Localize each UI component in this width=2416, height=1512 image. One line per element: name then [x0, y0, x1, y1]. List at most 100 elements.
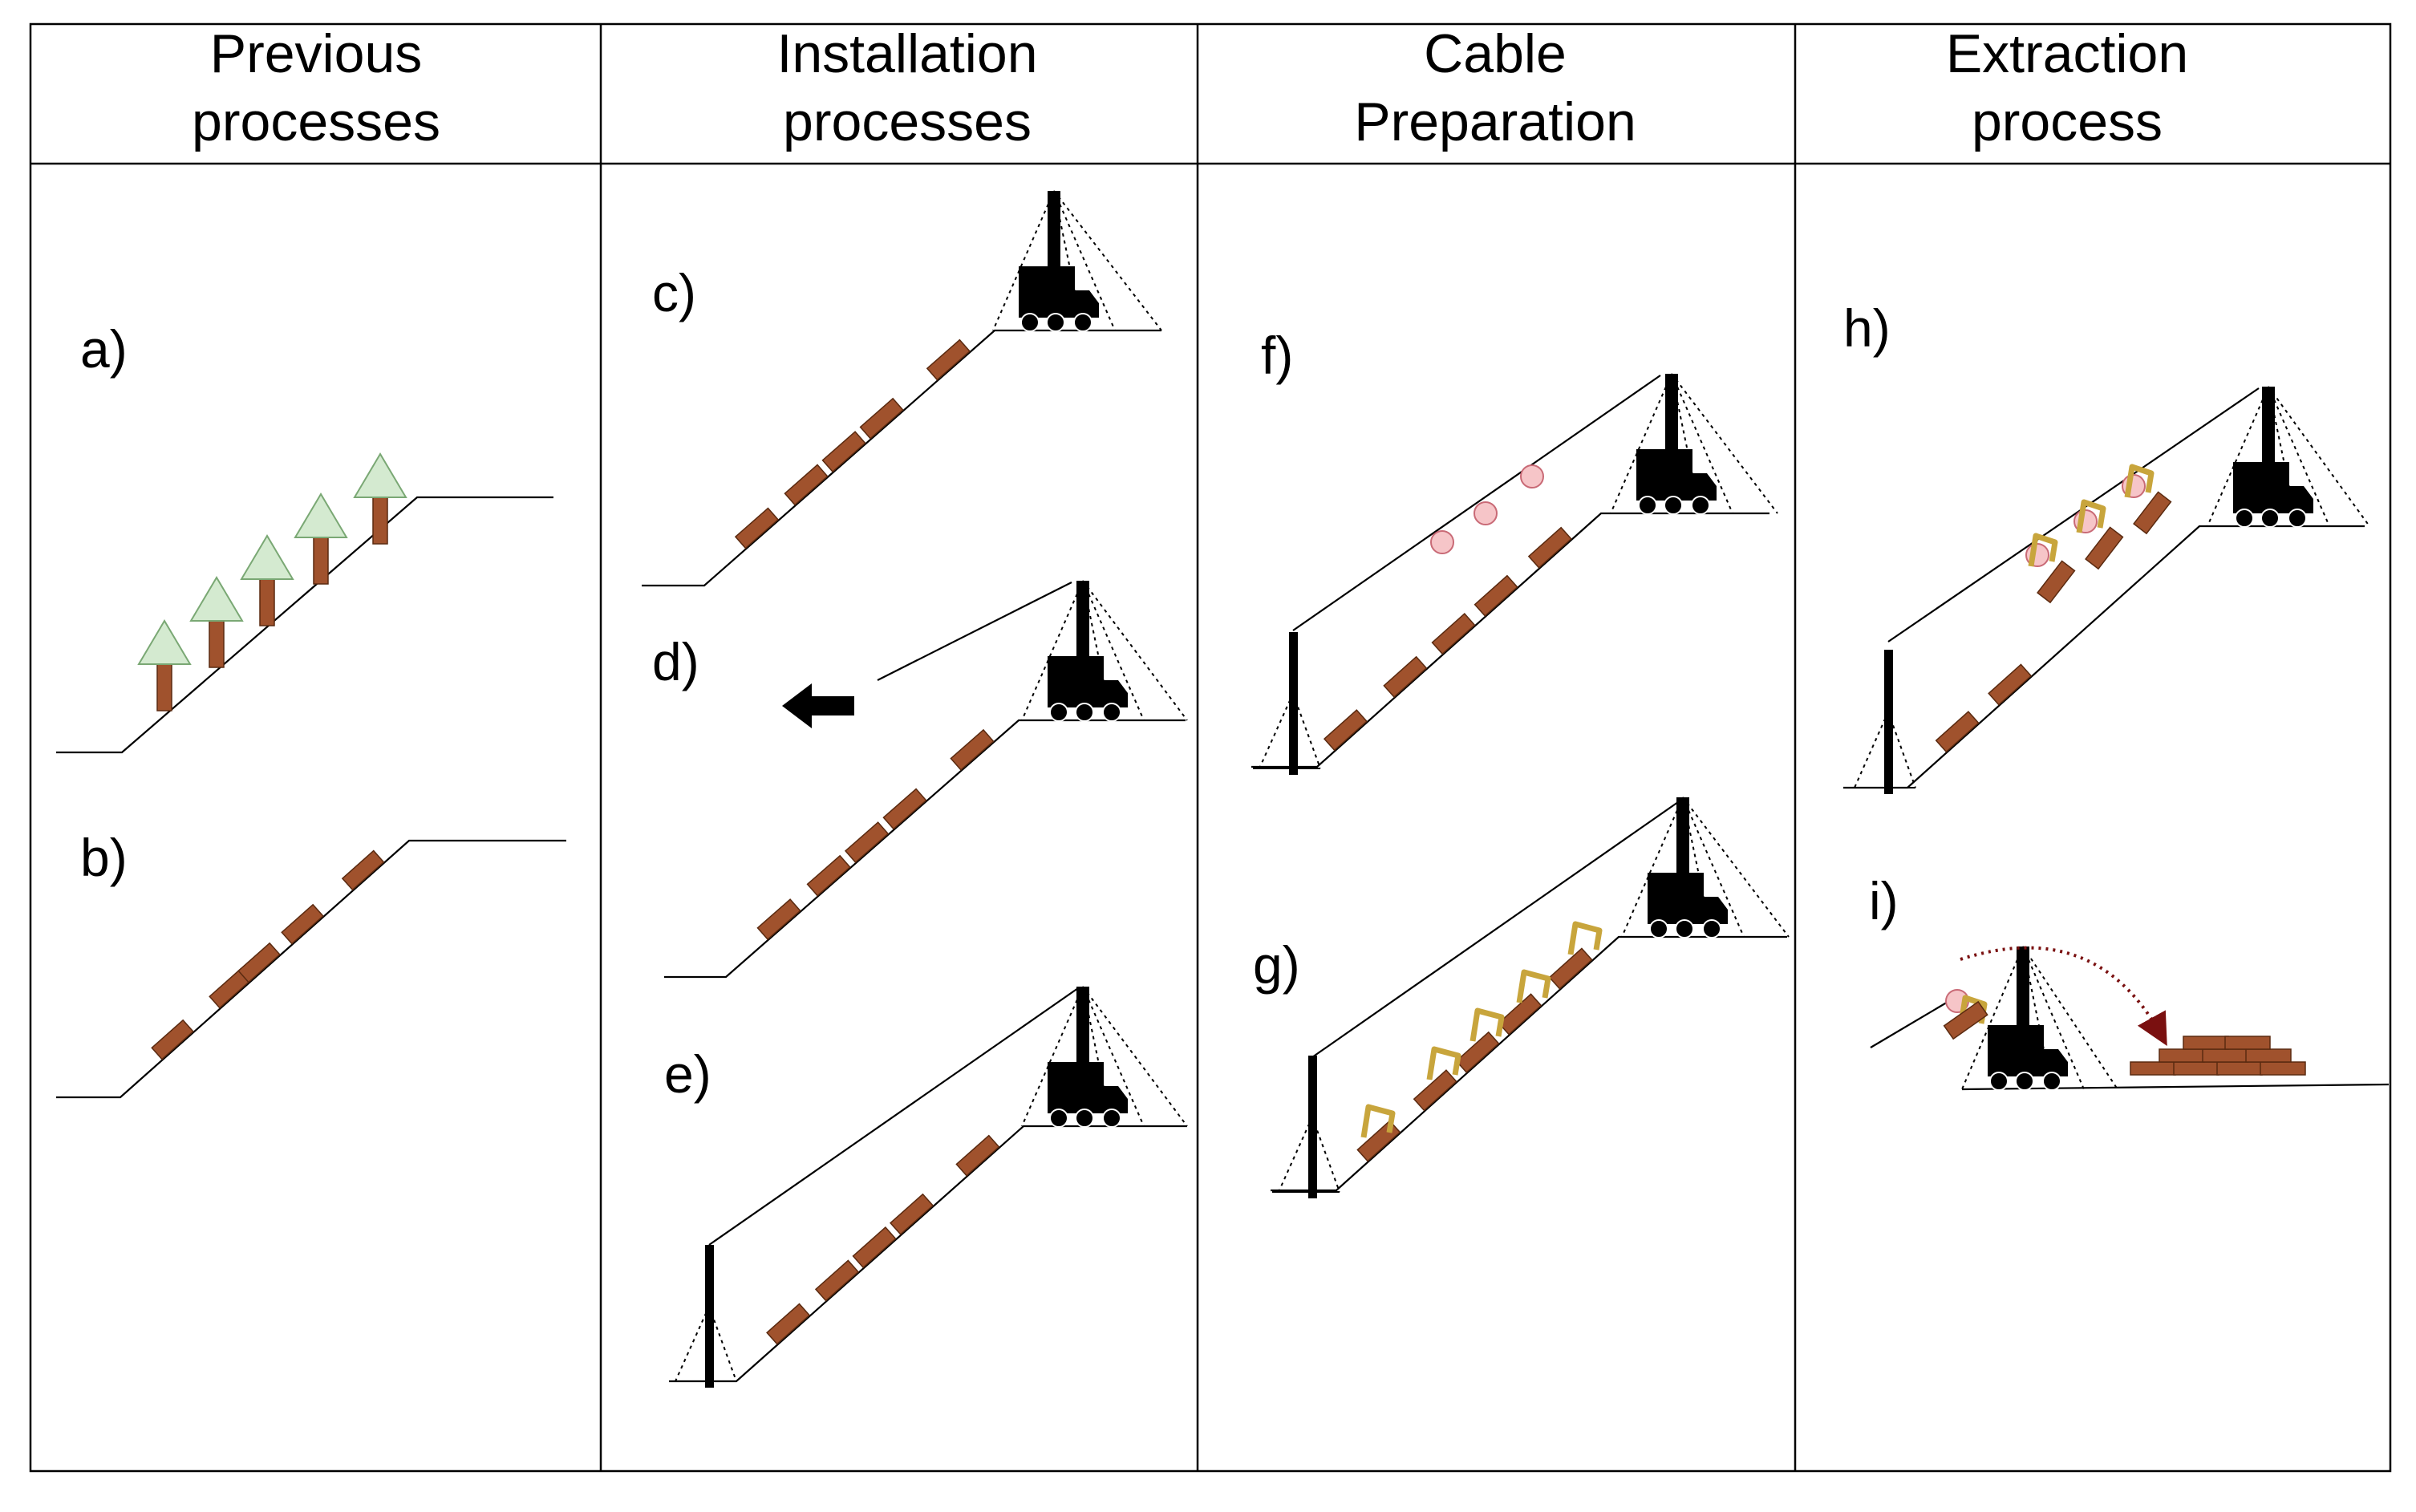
log	[1548, 947, 1593, 990]
log	[852, 1226, 897, 1269]
tree	[294, 493, 348, 585]
header-extraction-line2: process	[1972, 91, 2163, 152]
guy-line	[1082, 986, 1188, 1127]
scene-e-skyline-installed	[669, 986, 1188, 1388]
piled-log	[2260, 1061, 2306, 1076]
slope-ground	[56, 839, 566, 1099]
tail-spar-icon	[1272, 1056, 1340, 1198]
direction-arrow-icon	[782, 683, 854, 728]
yarder-wheel	[1020, 313, 1040, 332]
choker-sling	[1567, 921, 1603, 955]
slope-ground	[642, 329, 1161, 587]
log	[756, 898, 801, 941]
scene-i-landing-piling	[1870, 946, 2390, 1091]
yarder-wheel	[1638, 496, 1657, 515]
choker-sling	[1426, 1046, 1461, 1080]
choker-sling	[1360, 1104, 1396, 1138]
yarder-wheel	[1075, 703, 1094, 722]
yarder-wheel	[1649, 919, 1668, 938]
piled-log	[2216, 1061, 2263, 1076]
spar-guy-line	[675, 1306, 710, 1382]
spar-pole	[1289, 632, 1298, 775]
piled-log	[2130, 1061, 2176, 1076]
tree-crown	[353, 452, 407, 498]
choker-sling	[2028, 533, 2058, 567]
spar-pole	[1884, 650, 1893, 794]
spar-guy-line	[1259, 693, 1294, 769]
log	[1527, 526, 1572, 569]
spar-guy-line	[1854, 711, 1889, 788]
tail-spar-icon	[669, 1245, 737, 1388]
log	[766, 1303, 811, 1345]
header-installation-line1: Installation	[776, 23, 1037, 84]
guy-line	[1682, 797, 1790, 938]
carriage-choker-ball	[1430, 530, 1454, 554]
piled-log	[2183, 1036, 2229, 1050]
scene-g-choker-setting	[1271, 797, 1790, 1198]
log	[1455, 1031, 1500, 1074]
tree-crown	[137, 619, 192, 665]
log	[882, 788, 927, 830]
log	[950, 728, 995, 771]
scene-h-log-extraction	[1843, 386, 2370, 794]
tree-trunk	[209, 618, 225, 668]
log	[1413, 1069, 1457, 1112]
piled-log	[2159, 1048, 2205, 1063]
scene-c-yarder-positioning	[642, 190, 1162, 587]
tree	[137, 619, 192, 711]
piled-log	[2224, 1036, 2271, 1050]
yarder-truck-body	[1636, 449, 1717, 501]
tree-trunk	[156, 662, 172, 711]
scene-b-felled-logs	[56, 839, 566, 1099]
log	[1943, 1000, 1988, 1040]
yarder-wheel	[1049, 703, 1068, 722]
log	[844, 821, 890, 864]
panel-label-c: c)	[652, 263, 696, 322]
piled-log	[2173, 1061, 2219, 1076]
yarder-wheel	[1046, 313, 1065, 332]
header-cable-line1: Cable	[1424, 23, 1567, 84]
guy-line	[1671, 373, 1778, 514]
log	[2133, 491, 2172, 535]
log	[890, 1193, 934, 1235]
spar-pole	[705, 1245, 714, 1388]
tail-spar-icon	[1848, 650, 1916, 794]
process-illustrations	[56, 190, 2390, 1388]
tower-yarder-icon	[1610, 373, 1778, 515]
line	[1887, 387, 2260, 642]
log	[821, 431, 866, 473]
spar-guy-line	[1311, 1117, 1340, 1193]
tree-trunk	[313, 535, 329, 585]
tower-yarder-icon	[1621, 797, 1790, 938]
tree	[240, 534, 294, 626]
carriage-choker-ball	[1474, 501, 1498, 525]
line	[1311, 801, 1679, 1058]
log	[1383, 655, 1428, 699]
tail-spar-icon	[1253, 632, 1321, 775]
panel-labels: a) b) c) d) e) f) g) h) i)	[80, 263, 1899, 1104]
slope-ground	[1271, 935, 1787, 1192]
panel-label-e: e)	[664, 1044, 711, 1104]
log	[1431, 613, 1476, 655]
carriage-choker-ball	[1520, 464, 1544, 488]
panel-label-f: f)	[1261, 326, 1293, 385]
choker-sling	[1469, 1007, 1505, 1042]
log	[926, 338, 971, 381]
log	[1935, 711, 1980, 753]
panel-label-g: g)	[1253, 935, 1300, 995]
spar-guy-line	[708, 1306, 737, 1382]
choker-sling	[2124, 464, 2155, 498]
log	[1498, 993, 1542, 1036]
yarder-wheel	[1073, 313, 1092, 332]
line	[708, 987, 1079, 1246]
log	[859, 397, 904, 440]
spar-pole	[1308, 1056, 1317, 1198]
tree-crown	[189, 576, 244, 622]
slope-ground	[669, 1125, 1187, 1383]
piled-log	[2245, 1048, 2292, 1063]
log	[955, 1134, 1000, 1177]
slope-ground	[1843, 525, 2365, 789]
log	[1988, 663, 2033, 706]
slope-ground	[1251, 512, 1769, 768]
